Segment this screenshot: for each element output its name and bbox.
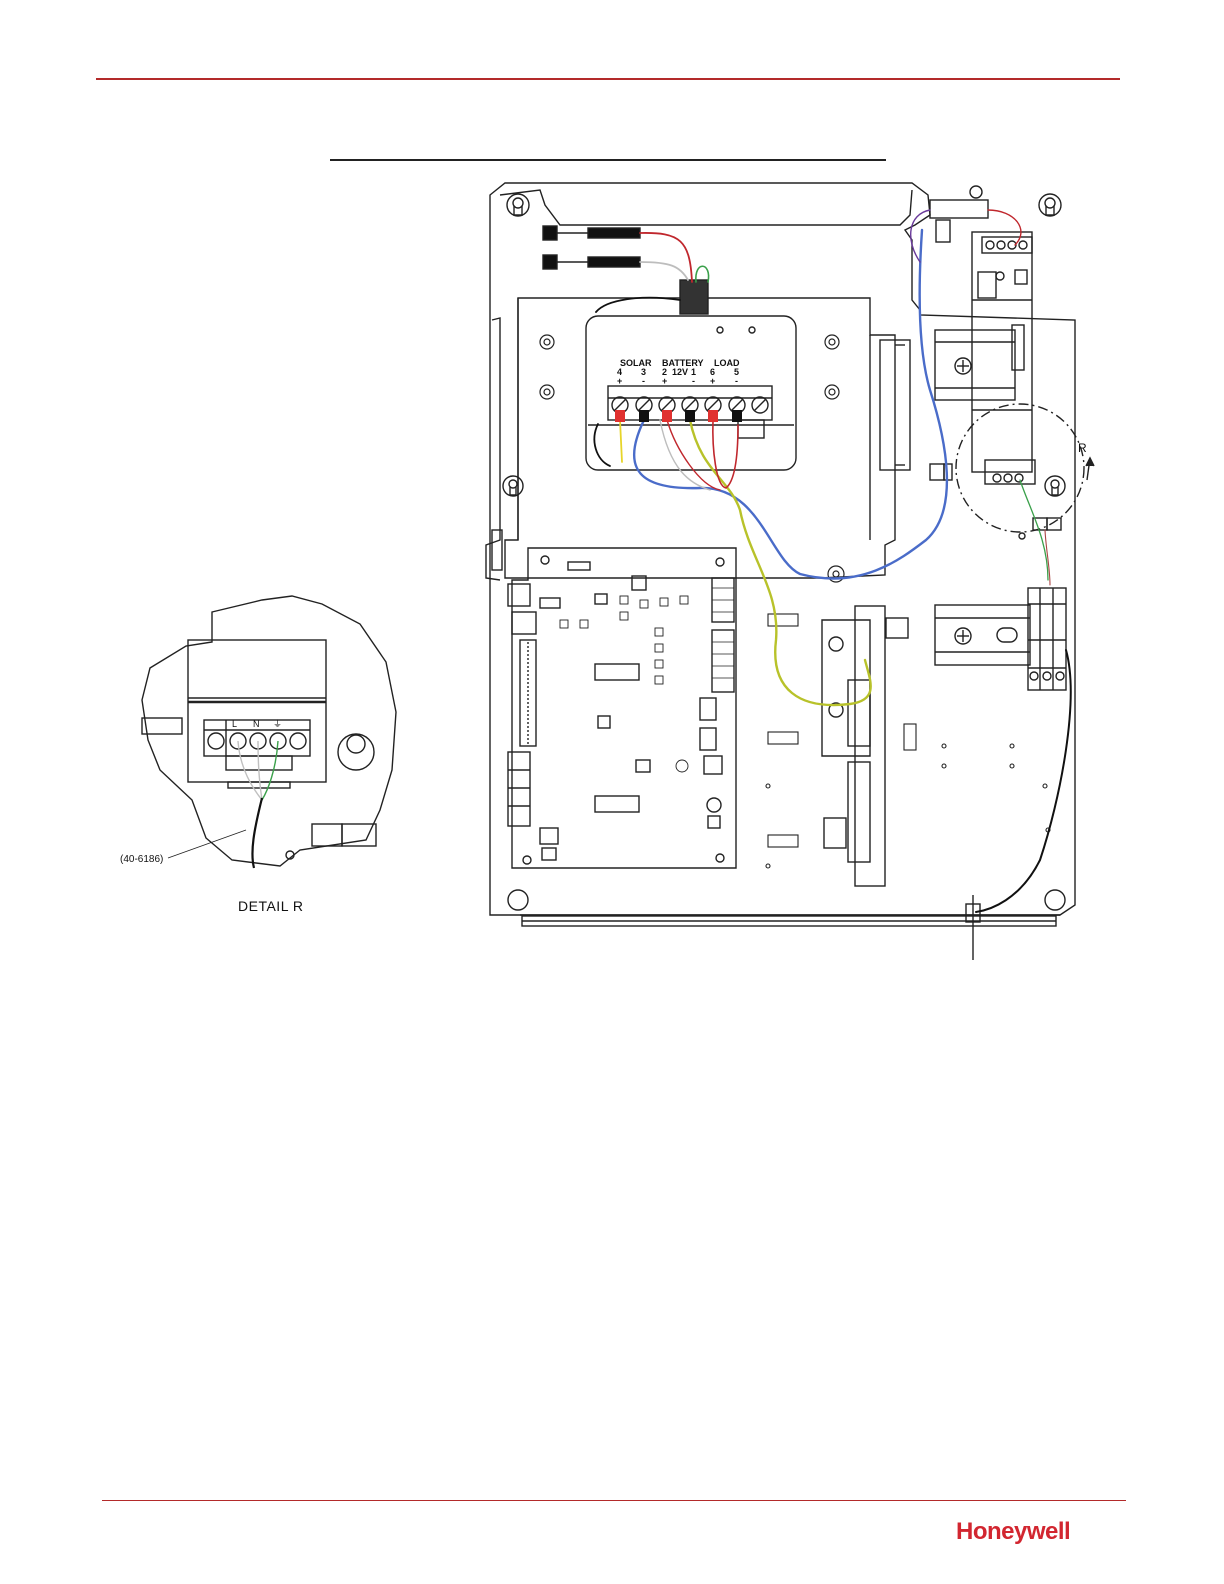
ground-terminal-blocks — [1028, 588, 1066, 690]
detail-r-view — [142, 596, 396, 868]
keyhole-mount-mid-left — [503, 476, 523, 496]
wire-red-battery — [713, 420, 738, 488]
charger-housing — [505, 298, 895, 578]
wire-red-resistor — [988, 210, 1021, 245]
terminal-polarity-6: + — [710, 376, 715, 386]
detail-r-caption: DETAIL R — [238, 898, 303, 914]
keyhole-mount-mid-right — [1045, 476, 1065, 496]
detail-r-terminal-ground: ⏚ — [273, 719, 282, 729]
terminal-group-solar: SOLAR — [620, 358, 652, 368]
detail-r-terminal-n: N — [253, 719, 260, 729]
fuse-holders — [543, 226, 640, 269]
wire-yellow-solar — [620, 420, 622, 462]
din-rail-upper — [935, 330, 1015, 400]
terminal-battery-voltage: 12V — [672, 367, 688, 377]
wire-black-ground — [976, 650, 1071, 912]
enclosure-upper-plate — [500, 190, 912, 225]
terminal-polarity-1: - — [692, 376, 695, 386]
main-controller-board — [508, 548, 736, 868]
terminal-polarity-3: - — [642, 376, 645, 386]
terminal-polarity-4: + — [617, 376, 622, 386]
terminal-polarity-2: + — [662, 376, 667, 386]
wire-connector-block — [680, 280, 708, 314]
keyhole-mount-top-left — [507, 194, 529, 216]
wire-black-top — [596, 298, 680, 312]
communication-module — [822, 606, 908, 886]
detail-r-part-number: (40-6186) — [120, 854, 163, 865]
detail-r-callout-letter: R — [1078, 441, 1087, 455]
power-supply-module — [972, 232, 1032, 472]
wire-white-fuse — [640, 262, 688, 280]
enclosure-outline — [490, 183, 1075, 915]
charge-controller — [586, 316, 796, 470]
honeywell-logo: Honeywell — [956, 1518, 1070, 1546]
din-rail-lower — [935, 605, 1030, 665]
keyhole-mount-top-right — [1039, 194, 1061, 216]
power-resistor — [930, 200, 988, 218]
footer-rule — [102, 1500, 1126, 1501]
detail-r-callout-circle — [956, 404, 1084, 532]
detail-r-terminal-l: L — [232, 719, 237, 729]
wire-yellow-green-earth — [690, 420, 871, 705]
wire-black-left — [594, 424, 610, 466]
terminal-polarity-5: - — [735, 376, 738, 386]
